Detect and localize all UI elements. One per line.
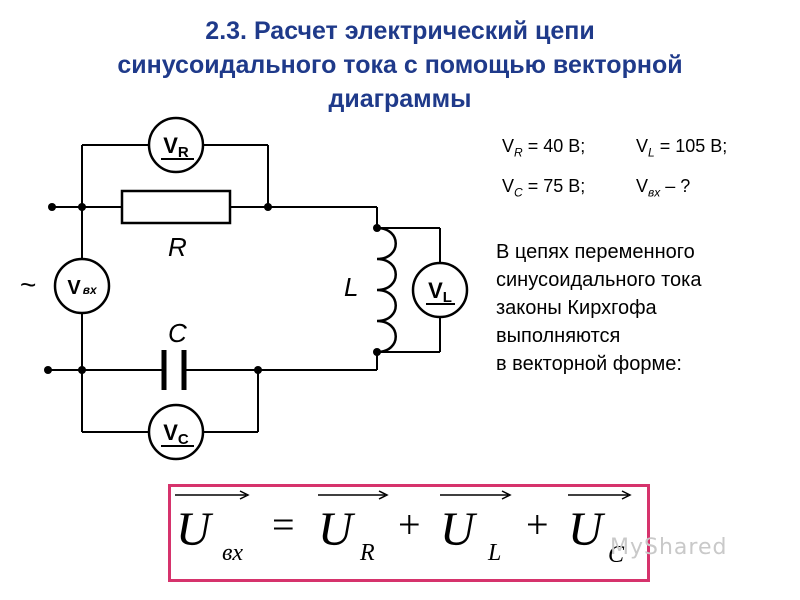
meter-vc-label: VC (163, 420, 189, 448)
resistor-r (120, 189, 232, 225)
circuit-wires (48, 144, 441, 433)
arrow-u-in-head (239, 490, 250, 500)
node-bottom-left (78, 366, 86, 374)
kirchhoff-note: В цепях переменного синусоидального тока… (496, 238, 701, 378)
inductor-l (376, 226, 397, 354)
given-vr-sub: R (514, 145, 523, 160)
u-l-letter: U (440, 503, 478, 556)
node-bottom-mid (254, 366, 262, 374)
arrow-u-l-head (501, 490, 512, 500)
meter-vr: VR (147, 116, 205, 174)
u-c-letter: U (568, 503, 606, 556)
given-vr-value: = 40 В; (527, 136, 586, 156)
ac-source-symbol: ~ (20, 269, 36, 300)
u-c-subscript: C (608, 542, 625, 568)
meter-vin-circle (53, 257, 111, 315)
meter-vc: VC (147, 403, 205, 461)
vector-u-l: U L (440, 490, 512, 566)
note-line-2: синусоидального тока (496, 269, 702, 291)
title-line-1: 2.3. Расчет электрический цепи (205, 17, 595, 45)
given-vr-symbol: V (502, 136, 515, 156)
junction-dots (44, 203, 381, 374)
given-vin-symbol: V (636, 176, 649, 196)
u-r-subscript: R (359, 540, 375, 566)
equals-sign: = (272, 502, 295, 547)
watermark-text: MyShared (610, 535, 728, 560)
node-l-bottom (373, 348, 381, 356)
u-l-subscript: L (487, 540, 501, 566)
given-vin-sub: вх (648, 185, 661, 200)
note-line-3: законы Кирхгофа (496, 297, 657, 319)
plus-sign-2: + (526, 502, 549, 547)
label-l: L (344, 272, 358, 302)
title-line-2: синусоидального тока с помощью векторной (117, 51, 683, 79)
arrow-u-c-head (621, 490, 632, 500)
page-title: 2.3. Расчет электрический цепи синусоида… (0, 14, 800, 116)
given-vl-value: = 105 В; (659, 136, 728, 156)
label-c: C (168, 318, 187, 348)
vector-u-in: U вх (175, 490, 250, 566)
given-vl-symbol: V (636, 136, 649, 156)
meter-vl: VL (411, 261, 469, 319)
u-r-letter: U (318, 503, 356, 556)
given-vin-value: – ? (665, 176, 691, 196)
meter-vr-label: VR (163, 133, 189, 161)
given-vl-sub: L (648, 145, 655, 160)
formula-frame (168, 484, 650, 582)
given-vr: VR = 40 В; (502, 126, 585, 173)
plus-sign-1: + (398, 502, 421, 547)
kirchhoff-formula: U вх = U R + U L + U C (175, 490, 632, 568)
vector-u-c: U C (568, 490, 632, 568)
given-vin: Vвх – ? (636, 166, 690, 213)
vector-u-r: U R (318, 490, 389, 566)
label-r: R (168, 232, 187, 262)
given-vl: VL = 105 В; (636, 126, 727, 173)
given-vc-sub: C (514, 185, 523, 200)
node-top-left (78, 203, 86, 211)
u-in-subscript: вх (222, 540, 243, 566)
note-line-1: В цепях переменного (496, 241, 695, 263)
given-vc-value: = 75 В; (527, 176, 586, 196)
arrow-u-r-head (378, 490, 389, 500)
node-top-mid (264, 203, 272, 211)
terminal-top (48, 203, 56, 211)
given-vc-symbol: V (502, 176, 515, 196)
note-line-4: выполняются (496, 325, 621, 347)
given-vc: VC = 75 В; (502, 166, 585, 213)
node-l-top (373, 224, 381, 232)
meter-vl-label: VL (428, 278, 452, 306)
note-line-5: в векторной форме: (496, 353, 682, 375)
title-line-3: диаграммы (328, 85, 472, 113)
u-in-letter: U (176, 503, 214, 556)
terminal-bottom (44, 366, 52, 374)
